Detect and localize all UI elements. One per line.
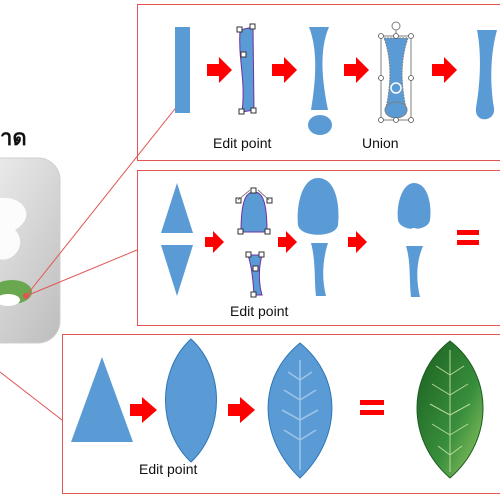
union-selection xyxy=(378,21,414,123)
stem-edit-point-label: Edit point xyxy=(213,135,272,151)
stem-rectangle xyxy=(175,27,190,113)
equals-sign xyxy=(360,400,384,415)
stem-union-label: Union xyxy=(362,135,399,151)
stem-edited xyxy=(239,26,255,113)
stem-base-ellipse xyxy=(308,115,332,135)
stem-panel-shapes xyxy=(175,21,497,135)
red-arrow xyxy=(130,397,157,423)
red-arrow xyxy=(348,231,367,253)
heading-fragment: าด xyxy=(0,125,27,150)
bud-stem-edited xyxy=(247,254,263,296)
edit-point-handles xyxy=(236,23,257,115)
bud-stem-smooth xyxy=(311,243,328,296)
bud-smooth xyxy=(297,178,339,235)
connector-lines xyxy=(0,99,183,421)
leaf-triangle xyxy=(71,357,133,442)
bud-panel xyxy=(137,170,500,326)
leaf-veined xyxy=(267,342,333,479)
red-arrow xyxy=(205,231,224,253)
leaf-edit-point-label: Edit point xyxy=(139,461,198,477)
bud-merged-stem xyxy=(406,246,423,297)
red-arrow xyxy=(278,231,297,253)
stem-final xyxy=(475,30,497,120)
stem-panel xyxy=(137,4,500,161)
red-arrow xyxy=(344,57,369,83)
triangle-up xyxy=(161,183,193,233)
triangle-down xyxy=(161,245,193,296)
red-arrow xyxy=(228,397,255,423)
bud-edit-point-label: Edit point xyxy=(230,303,289,319)
red-arrow xyxy=(432,57,457,83)
leaf-green xyxy=(416,340,484,479)
leaf-panel-shapes xyxy=(71,338,484,479)
stem-curved xyxy=(309,27,329,110)
equals-sign xyxy=(457,230,479,245)
red-arrow xyxy=(272,57,297,83)
bud-panel-shapes xyxy=(161,178,479,298)
app-icon xyxy=(0,157,61,344)
red-arrow xyxy=(207,57,232,83)
leaf-lens xyxy=(165,338,217,463)
edit-point-handles xyxy=(235,187,273,235)
leaf-panel xyxy=(62,334,500,494)
bud-merged xyxy=(397,183,431,229)
